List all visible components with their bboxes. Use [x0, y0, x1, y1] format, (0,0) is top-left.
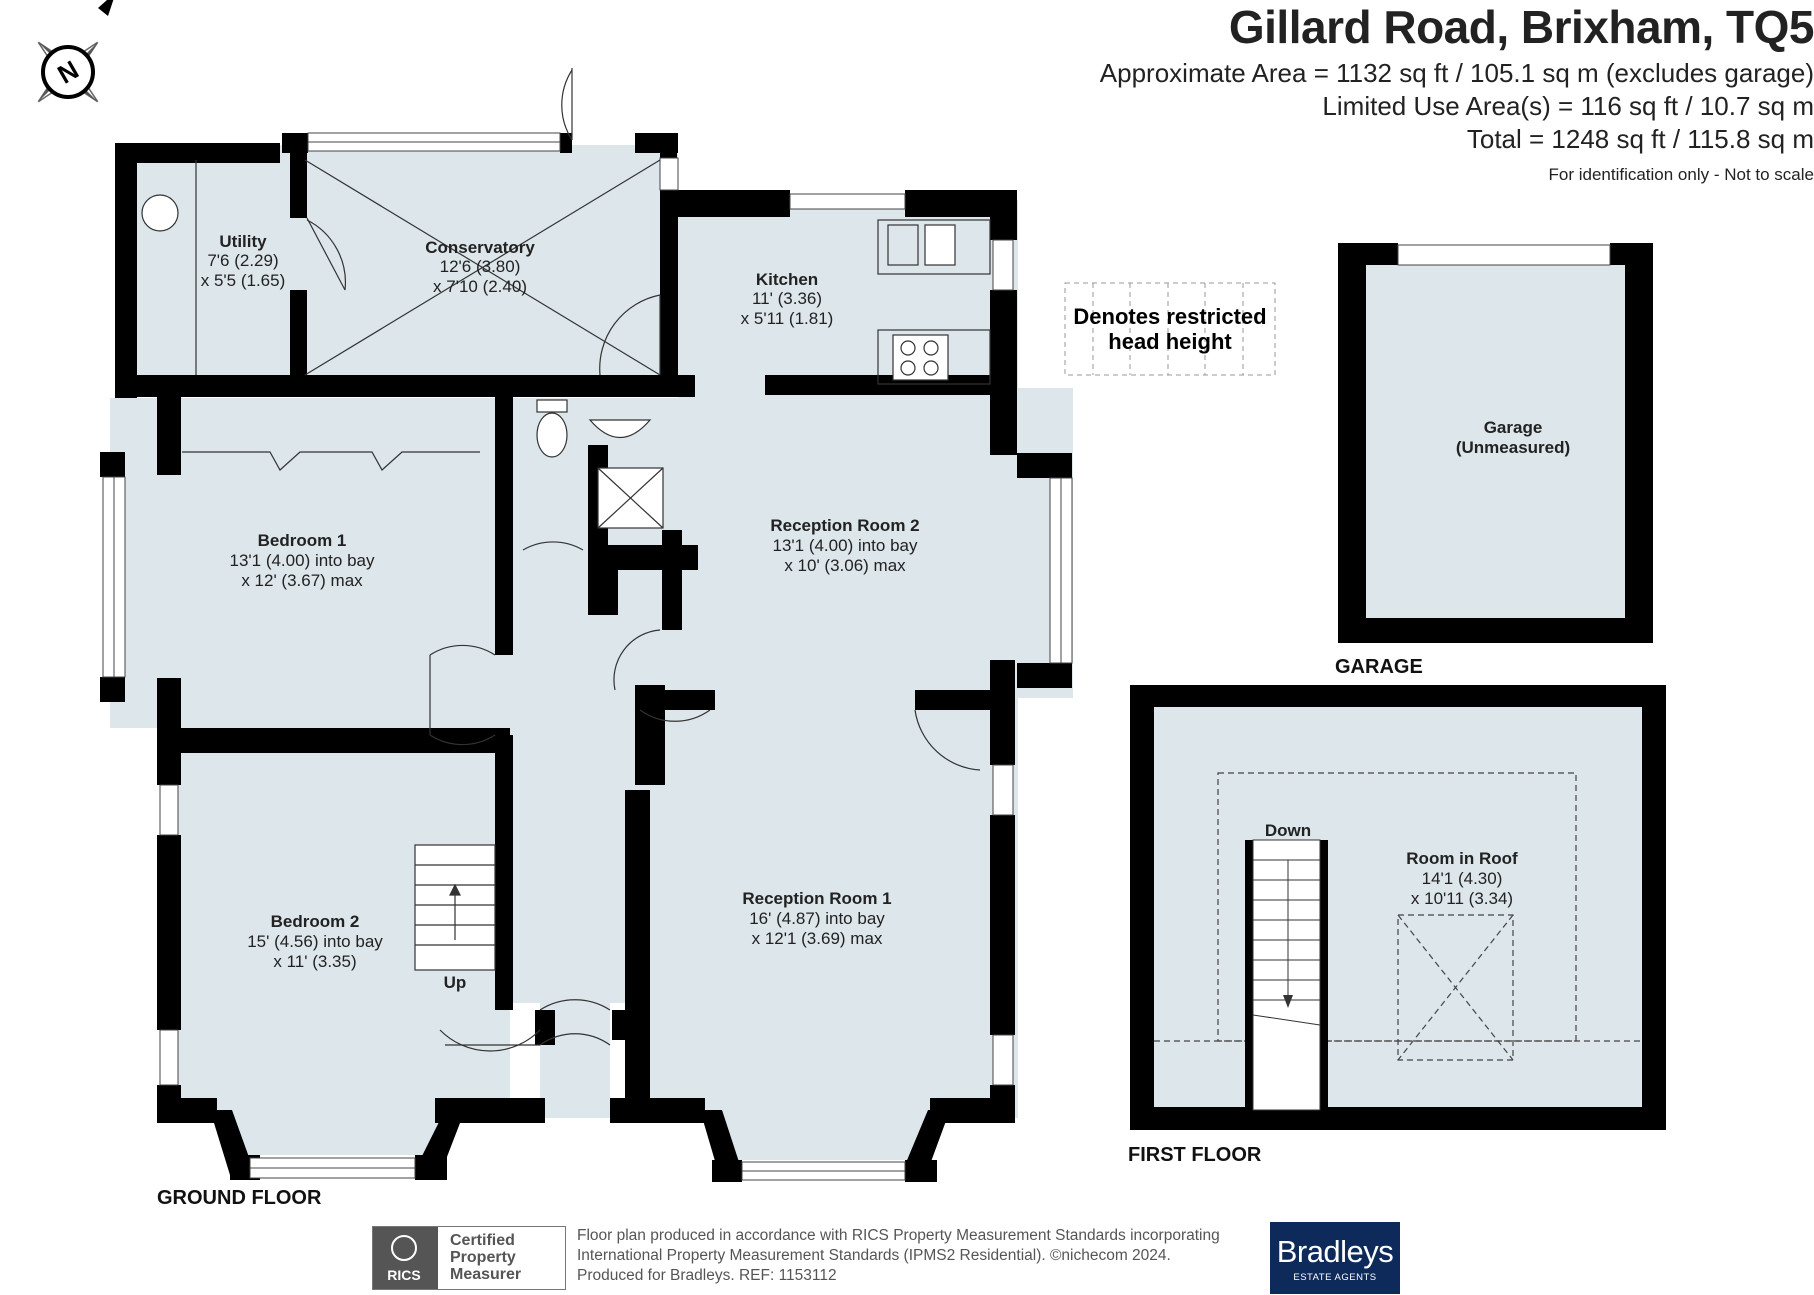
svg-text:15' (4.56) into bay: 15' (4.56) into bay — [247, 932, 383, 951]
svg-text:Room in Roof: Room in Roof — [1406, 849, 1518, 868]
footer-line-3: Produced for Bradleys. REF: 1153112 — [577, 1267, 837, 1284]
stairs-up-label: Up — [444, 973, 467, 992]
svg-text:x 12' (3.67) max: x 12' (3.67) max — [241, 571, 363, 590]
svg-text:(Unmeasured): (Unmeasured) — [1456, 438, 1570, 457]
room-label-bedroom-2: Bedroom 2 15' (4.56) into bay x 11' (3.3… — [247, 912, 383, 971]
svg-text:12'6 (3.80): 12'6 (3.80) — [440, 257, 521, 276]
rics-certified-badge: RICS Certified Property Measurer — [372, 1226, 566, 1290]
ground-floor-label: GROUND FLOOR — [157, 1187, 322, 1209]
first-floor — [1130, 685, 1666, 1130]
room-label-kitchen: Kitchen 11' (3.36) x 5'11 (1.81) — [741, 270, 834, 328]
garage-floor-label: GARAGE — [1335, 656, 1423, 678]
svg-text:x 10' (3.06) max: x 10' (3.06) max — [784, 556, 906, 575]
footer-disclaimer: Floor plan produced in accordance with R… — [577, 1226, 1220, 1286]
svg-text:x 11' (3.35): x 11' (3.35) — [273, 952, 356, 971]
windows — [102, 132, 1073, 1181]
rics-logo: RICS — [373, 1227, 435, 1289]
stairs-down-label: Down — [1265, 821, 1311, 840]
scale-note: For identification only - Not to scale — [1548, 165, 1814, 184]
svg-text:Reception Room 1: Reception Room 1 — [742, 889, 891, 908]
agent-logo: Bradleys ESTATE AGENTS — [1270, 1222, 1400, 1294]
compass-icon: N — [37, 0, 114, 103]
svg-text:16' (4.87) into bay: 16' (4.87) into bay — [749, 909, 885, 928]
room-label-utility: Utility 7'6 (2.29) x 5'5 (1.65) — [201, 232, 286, 290]
restricted-height-legend — [1064, 282, 1276, 376]
svg-text:x 7'10 (2.40): x 7'10 (2.40) — [433, 277, 527, 296]
fittings — [141, 68, 991, 1052]
ground-floor-walls — [100, 133, 1072, 1182]
agent-tagline: ESTATE AGENTS — [1293, 1272, 1377, 1283]
svg-text:Kitchen: Kitchen — [756, 270, 818, 289]
limited-use-area: Limited Use Area(s) = 116 sq ft / 10.7 s… — [1322, 91, 1814, 121]
rics-line-3: Measurer — [450, 1266, 522, 1283]
garage — [1338, 243, 1653, 643]
room-label-conservatory: Conservatory 12'6 (3.80) x 7'10 (2.40) — [425, 238, 535, 296]
lion-icon — [391, 1235, 417, 1261]
svg-text:x 5'11 (1.81): x 5'11 (1.81) — [741, 309, 834, 328]
footer-line-2: International Property Measurement Stand… — [577, 1247, 1171, 1264]
room-label-reception-room-2: Reception Room 2 13'1 (4.00) into bay x … — [770, 516, 919, 575]
footer-line-1: Floor plan produced in accordance with R… — [577, 1227, 1220, 1244]
room-label-bedroom-1: Bedroom 1 13'1 (4.00) into bay x 12' (3.… — [229, 531, 375, 590]
legend-line-1: Denotes restricted — [1073, 304, 1266, 329]
ground-floor-fill — [110, 145, 1073, 1160]
svg-text:11' (3.36): 11' (3.36) — [752, 289, 822, 308]
svg-text:Reception Room 2: Reception Room 2 — [770, 516, 919, 535]
svg-text:Garage: Garage — [1484, 418, 1543, 437]
rics-brand: RICS — [387, 1267, 421, 1283]
total-area: Total = 1248 sq ft / 115.8 sq m — [1466, 124, 1814, 154]
svg-text:Utility: Utility — [219, 232, 267, 251]
first-floor-label: FIRST FLOOR — [1128, 1144, 1262, 1166]
approximate-area: Approximate Area = 1132 sq ft / 105.1 sq… — [1099, 58, 1814, 88]
room-label-garage: Garage (Unmeasured) — [1456, 418, 1570, 457]
svg-text:13'1 (4.00) into bay: 13'1 (4.00) into bay — [229, 551, 375, 570]
svg-text:13'1 (4.00) into bay: 13'1 (4.00) into bay — [772, 536, 918, 555]
room-label-reception-room-1: Reception Room 1 16' (4.87) into bay x 1… — [742, 889, 891, 948]
agent-name: Bradleys — [1276, 1234, 1394, 1269]
rics-line-2: Property — [450, 1249, 516, 1266]
svg-text:14'1 (4.30): 14'1 (4.30) — [1422, 869, 1503, 888]
svg-text:x 12'1 (3.69) max: x 12'1 (3.69) max — [752, 929, 883, 948]
svg-text:x 10'11 (3.34): x 10'11 (3.34) — [1411, 889, 1513, 908]
svg-text:Bedroom 1: Bedroom 1 — [258, 531, 347, 550]
svg-text:7'6 (2.29): 7'6 (2.29) — [207, 251, 278, 270]
svg-text:Conservatory: Conservatory — [425, 238, 535, 257]
room-label-room-in-roof: Room in Roof 14'1 (4.30) x 10'11 (3.34) — [1406, 849, 1518, 908]
svg-text:x 5'5 (1.65): x 5'5 (1.65) — [201, 271, 286, 290]
property-title: Gillard Road, Brixham, TQ5 — [1228, 1, 1814, 53]
svg-text:Bedroom 2: Bedroom 2 — [271, 912, 360, 931]
rics-line-1: Certified — [450, 1232, 515, 1249]
legend-line-2: head height — [1108, 329, 1232, 354]
